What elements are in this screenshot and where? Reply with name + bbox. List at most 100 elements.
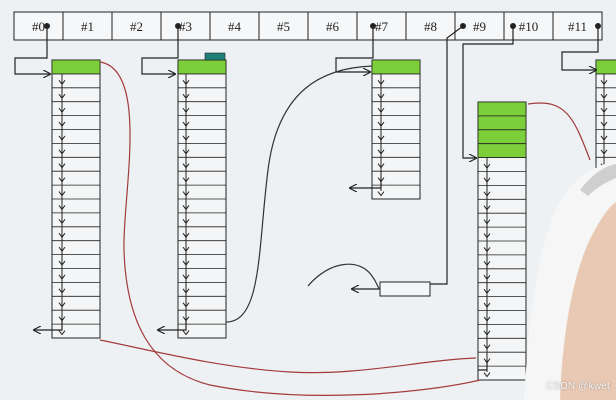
chain-arrowhead xyxy=(377,149,385,155)
chain-arrowhead xyxy=(58,302,66,308)
allocated-cell xyxy=(595,59,616,75)
allocated-cell xyxy=(51,59,101,75)
presenter-hair xyxy=(580,164,616,196)
red-curve-3 xyxy=(527,102,591,161)
chain-arrowhead xyxy=(483,177,491,183)
chain-arrowhead xyxy=(58,205,66,211)
chain-arrowhead xyxy=(377,93,385,100)
chain-arrowhead xyxy=(377,80,385,86)
header-cell-9: #9 xyxy=(473,19,486,34)
chain-arrowhead xyxy=(483,205,491,211)
return-arrow-block-10 xyxy=(478,360,488,371)
chain-arrowhead xyxy=(483,330,491,336)
chain-arrowhead xyxy=(182,107,190,113)
pointer-arrows xyxy=(14,23,601,371)
pointer-arrow-11 xyxy=(561,26,599,70)
red-link-curves xyxy=(99,61,591,396)
red-curve-2 xyxy=(99,339,477,374)
chain-arrowhead xyxy=(182,121,190,127)
chain-arrowhead xyxy=(600,149,608,155)
small-free-cell xyxy=(379,281,431,297)
chain-arrowhead xyxy=(377,163,385,169)
header-cell-1: #1 xyxy=(81,19,94,34)
chain-arrowhead xyxy=(58,246,66,252)
allocated-cell xyxy=(371,59,421,75)
chain-arrowhead xyxy=(483,344,491,350)
link-curve-3-to-7 xyxy=(225,65,373,323)
pointer-arrow-9 xyxy=(430,25,464,285)
free-list-header-row: #0#1#2#3#4#5#6#7#8#9#10#11 xyxy=(13,11,603,41)
chain-arrowhead xyxy=(483,219,491,225)
header-cell-5: #5 xyxy=(277,19,290,34)
pointer-arrow-0 xyxy=(14,26,50,74)
link-curves xyxy=(225,65,381,323)
header-cell-7: #7 xyxy=(375,19,389,34)
chain-arrowhead xyxy=(58,149,66,155)
pointer-arrow-7 xyxy=(335,26,374,72)
chain-arrowhead xyxy=(377,135,385,141)
chain-arrowhead xyxy=(58,191,66,197)
chain-arrowhead xyxy=(483,288,491,294)
chain-arrowhead xyxy=(182,80,190,86)
header-cell-0: #0 xyxy=(32,19,45,34)
chain-arrowhead xyxy=(58,274,66,280)
chain-arrowhead xyxy=(600,135,608,141)
header-cell-11: #11 xyxy=(568,19,587,34)
presenter-silhouette xyxy=(524,160,616,400)
allocated-cell xyxy=(477,143,527,158)
chain-arrowhead xyxy=(483,316,491,322)
memory-block-2 xyxy=(371,59,421,200)
chain-arrowhead xyxy=(483,372,491,378)
chain-arrowhead xyxy=(483,247,491,253)
chain-arrowhead xyxy=(483,274,491,281)
chain-arrowhead xyxy=(58,135,66,141)
chain-arrowhead xyxy=(58,219,66,225)
allocated-cell xyxy=(477,115,527,131)
chain-arrowhead xyxy=(483,261,491,267)
chain-arrowhead xyxy=(182,330,190,336)
return-arrow-block-3 xyxy=(158,318,187,330)
pointer-arrow-3 xyxy=(141,26,179,74)
allocated-cell xyxy=(477,129,527,145)
allocated-cell xyxy=(177,59,227,75)
chain-arrowhead xyxy=(182,191,190,197)
pointer-arrow-10 xyxy=(462,26,514,158)
chain-arrowhead xyxy=(182,163,190,169)
chain-arrowhead xyxy=(182,260,190,266)
header-cell-3: #3 xyxy=(179,19,192,34)
chain-arrowhead xyxy=(58,232,66,239)
chain-arrowhead xyxy=(377,191,385,197)
chain-arrowhead xyxy=(182,149,190,155)
memory-block-3 xyxy=(477,101,527,381)
chain-arrowhead xyxy=(483,233,491,239)
chain-arrowhead xyxy=(182,177,190,183)
chain-arrowhead xyxy=(58,260,66,266)
return-arrow-block-0 xyxy=(34,318,63,330)
header-cell-2: #2 xyxy=(130,19,143,34)
chain-arrowhead xyxy=(182,232,190,239)
chain-arrowhead xyxy=(182,246,190,252)
chain-arrowhead xyxy=(600,121,608,127)
watermark: CSDN @kwet xyxy=(546,381,610,392)
chain-arrowhead xyxy=(58,121,66,127)
chain-arrowhead xyxy=(182,135,190,141)
chain-arrowhead xyxy=(58,93,66,100)
chain-arrowhead xyxy=(182,219,190,225)
memory-block-1 xyxy=(177,59,227,339)
chain-arrowhead xyxy=(182,274,190,280)
chain-arrowhead xyxy=(58,107,66,113)
chain-arrowhead xyxy=(58,288,66,294)
header-cell-6: #6 xyxy=(326,19,340,34)
chain-arrowhead xyxy=(483,191,491,197)
chain-arrowhead xyxy=(58,163,66,169)
return-arrow-block-7 xyxy=(350,178,382,188)
chain-arrowhead xyxy=(58,177,66,183)
chain-arrowhead xyxy=(182,93,190,100)
chain-arrowhead xyxy=(58,80,66,86)
chain-arrowhead xyxy=(483,302,491,308)
chain-arrowhead xyxy=(600,80,608,86)
chain-arrowhead xyxy=(182,205,190,211)
presenter-face xyxy=(560,202,616,400)
link-curve-block-to-small xyxy=(307,263,381,290)
